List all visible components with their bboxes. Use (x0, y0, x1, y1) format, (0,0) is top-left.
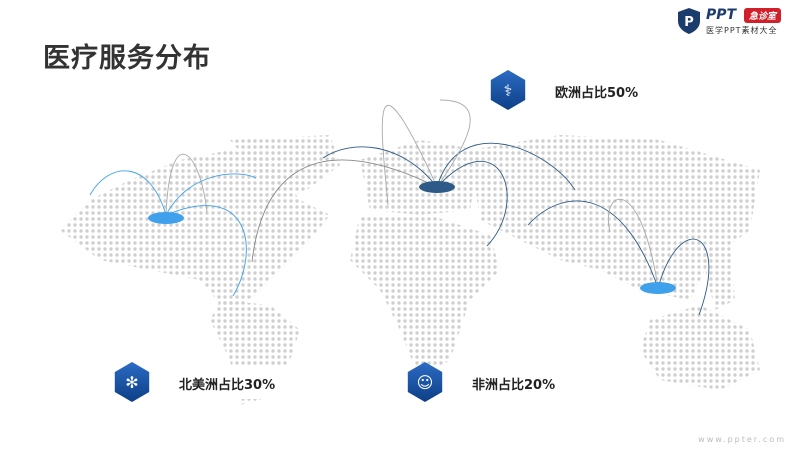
footer-url: www.ppter.com (698, 435, 786, 444)
continents (60, 135, 760, 405)
card-europe: ⚕ 欧洲占比50% (488, 70, 718, 110)
hub-asia (640, 282, 676, 294)
connection-arcs (89, 99, 710, 316)
logo: P PPT 急诊室 医学PPT素材大全 (676, 7, 796, 37)
svg-text:P: P (684, 15, 694, 30)
card-africa: ☺ 非洲占比20% (405, 362, 635, 402)
shield-icon: P (678, 8, 700, 34)
hub-europe (419, 181, 455, 193)
hub-north-america (148, 212, 184, 224)
card-north-america: ✻ 北美洲占比30% (112, 362, 337, 402)
page-title: 医疗服务分布 (43, 43, 211, 74)
